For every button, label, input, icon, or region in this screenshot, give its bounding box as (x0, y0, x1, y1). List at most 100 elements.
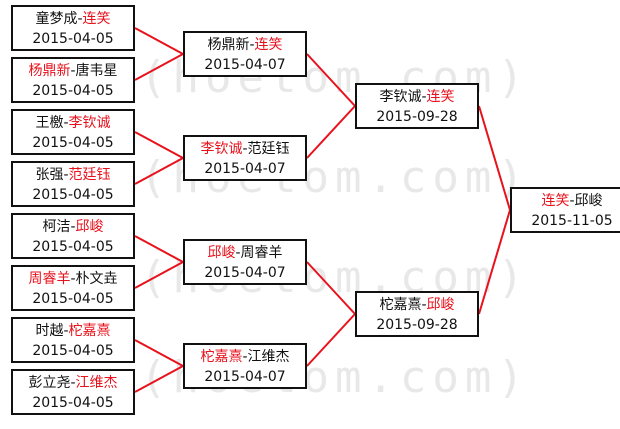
connector-line (306, 105, 356, 159)
connector-line (134, 157, 184, 185)
match-players: 李钦诚-连笑 (357, 87, 477, 107)
player-separator: - (63, 323, 69, 339)
player-name: 邱峻 (207, 245, 236, 261)
player-name: 连笑 (82, 11, 111, 27)
connector-line (478, 105, 511, 211)
player-name: 邱峻 (426, 297, 455, 313)
match-date: 2015-09-28 (376, 317, 458, 333)
match-players: 时越-柁嘉熹 (13, 321, 133, 341)
match-box: 李钦诚-范廷钰 2015-04-07 (183, 135, 307, 181)
match-box: 李钦诚-连笑 2015-09-28 (355, 83, 479, 129)
match-players: 彭立尧-江维杰 (13, 373, 133, 393)
match-date: 2015-04-07 (204, 57, 286, 73)
player-separator: - (421, 89, 427, 105)
match-box: 周睿羊-朴文垚 2015-04-05 (11, 265, 135, 311)
player-name: 江维杰 (75, 375, 118, 391)
match-players: 杨鼎新-唐韦星 (13, 61, 133, 81)
player-name: 杨鼎新 (207, 37, 250, 53)
connector-line (478, 209, 511, 315)
match-date: 2015-09-28 (376, 109, 458, 125)
player-name: 李钦诚 (200, 141, 243, 157)
connector-line (134, 131, 184, 159)
match-players: 张强-范廷钰 (13, 165, 133, 185)
connector-line (306, 53, 356, 107)
player-separator: - (70, 63, 76, 79)
match-box: 时越-柁嘉熹 2015-04-05 (11, 317, 135, 363)
player-name: 唐韦星 (75, 63, 118, 79)
connector-line (134, 235, 184, 263)
match-players: 柁嘉熹-邱峻 (357, 295, 477, 315)
match-date: 2015-04-05 (32, 291, 114, 307)
player-name: 李钦诚 (379, 89, 422, 105)
player-name: 杨鼎新 (28, 63, 71, 79)
match-players: 童梦成-连笑 (13, 9, 133, 29)
match-box: 柁嘉熹-邱峻 2015-09-28 (355, 291, 479, 337)
match-box: 王檄-李钦诚 2015-04-05 (11, 109, 135, 155)
player-separator: - (70, 271, 76, 287)
player-name: 时越 (35, 323, 64, 339)
match-date: 2015-04-07 (204, 161, 286, 177)
match-box: 杨鼎新-连笑 2015-04-07 (183, 31, 307, 77)
match-date: 2015-04-07 (204, 265, 286, 281)
match-date: 2015-04-07 (204, 369, 286, 385)
match-date: 2015-04-05 (32, 343, 114, 359)
match-box: 邱峻-周睿羊 2015-04-07 (183, 239, 307, 285)
connector-line (306, 313, 356, 367)
match-date: 2015-04-05 (32, 395, 114, 411)
connector-line (134, 365, 184, 393)
player-separator: - (77, 11, 83, 27)
player-name: 李钦诚 (68, 115, 111, 131)
player-separator: - (235, 245, 241, 261)
match-players: 杨鼎新-连笑 (185, 35, 305, 55)
player-name: 连笑 (426, 89, 455, 105)
player-separator: - (249, 37, 255, 53)
match-players: 柯洁-邱峻 (13, 217, 133, 237)
player-name: 周睿羊 (28, 271, 71, 287)
player-name: 柁嘉熹 (379, 297, 422, 313)
match-players: 李钦诚-范廷钰 (185, 139, 305, 159)
match-date: 2015-04-05 (32, 135, 114, 151)
player-separator: - (70, 375, 76, 391)
player-name: 柯洁 (42, 219, 71, 235)
player-name: 连笑 (541, 193, 570, 209)
match-players: 柁嘉熹-江维杰 (185, 347, 305, 367)
player-separator: - (242, 349, 248, 365)
match-box: 连笑-邱峻 2015-11-05 (510, 187, 620, 233)
match-box: 彭立尧-江维杰 2015-04-05 (11, 369, 135, 415)
match-box: 张强-范廷钰 2015-04-05 (11, 161, 135, 207)
match-date: 2015-04-05 (32, 31, 114, 47)
match-box: 童梦成-连笑 2015-04-05 (11, 5, 135, 51)
connector-line (134, 27, 184, 55)
player-separator: - (63, 167, 69, 183)
match-players: 周睿羊-朴文垚 (13, 269, 133, 289)
match-players: 连笑-邱峻 (512, 191, 620, 211)
match-box: 柯洁-邱峻 2015-04-05 (11, 213, 135, 259)
player-separator: - (569, 193, 575, 209)
player-separator: - (242, 141, 248, 157)
connector-line (134, 339, 184, 367)
player-name: 朴文垚 (75, 271, 118, 287)
match-box: 杨鼎新-唐韦星 2015-04-05 (11, 57, 135, 103)
player-name: 邱峻 (574, 193, 603, 209)
match-date: 2015-04-05 (32, 83, 114, 99)
connector-line (134, 261, 184, 289)
player-name: 范廷钰 (68, 167, 111, 183)
connector-line (134, 53, 184, 81)
player-name: 童梦成 (35, 11, 78, 27)
player-name: 连笑 (254, 37, 283, 53)
player-name: 柁嘉熹 (200, 349, 243, 365)
player-name: 周睿羊 (240, 245, 283, 261)
connector-line (306, 261, 356, 315)
player-separator: - (63, 115, 69, 131)
player-name: 邱峻 (75, 219, 104, 235)
match-date: 2015-11-05 (531, 213, 613, 229)
match-date: 2015-04-05 (32, 187, 114, 203)
player-separator: - (70, 219, 76, 235)
match-box: 柁嘉熹-江维杰 2015-04-07 (183, 343, 307, 389)
player-name: 彭立尧 (28, 375, 71, 391)
player-name: 王檄 (35, 115, 64, 131)
player-name: 江维杰 (247, 349, 290, 365)
match-date: 2015-04-05 (32, 239, 114, 255)
player-separator: - (421, 297, 427, 313)
